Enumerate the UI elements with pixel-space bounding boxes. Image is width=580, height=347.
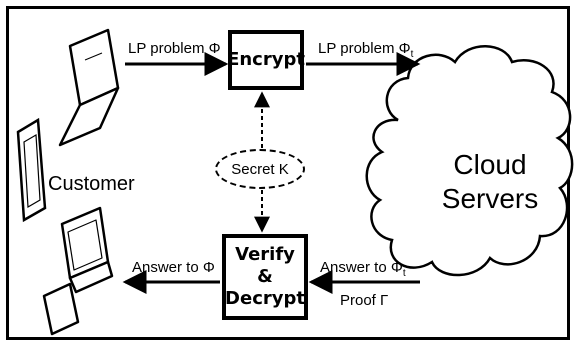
- desktop-computer-icon: [42, 206, 114, 336]
- proof-label: Proof Γ: [340, 292, 389, 309]
- laptop-icon: [58, 28, 120, 147]
- cloud-shape: [365, 45, 574, 277]
- secret-key-ellipse: Secret K: [215, 149, 305, 189]
- cloud-servers-label: Cloud Servers: [441, 149, 539, 214]
- encrypt-box: Encrypt: [227, 30, 305, 90]
- lp-problem-input-label: LP problem Φ: [128, 40, 221, 57]
- answer-from-cloud-label: Answer to Φt: [320, 259, 406, 279]
- lp-problem-output-label: LP problem Φt: [318, 40, 414, 60]
- verify-decrypt-box: Verify & Decrypt: [222, 234, 308, 320]
- tablet-icon: [16, 117, 47, 223]
- customer-label: Customer: [48, 173, 135, 195]
- answer-to-customer-label: Answer to Φ: [132, 259, 215, 276]
- secret-key-label: Secret K: [231, 160, 289, 178]
